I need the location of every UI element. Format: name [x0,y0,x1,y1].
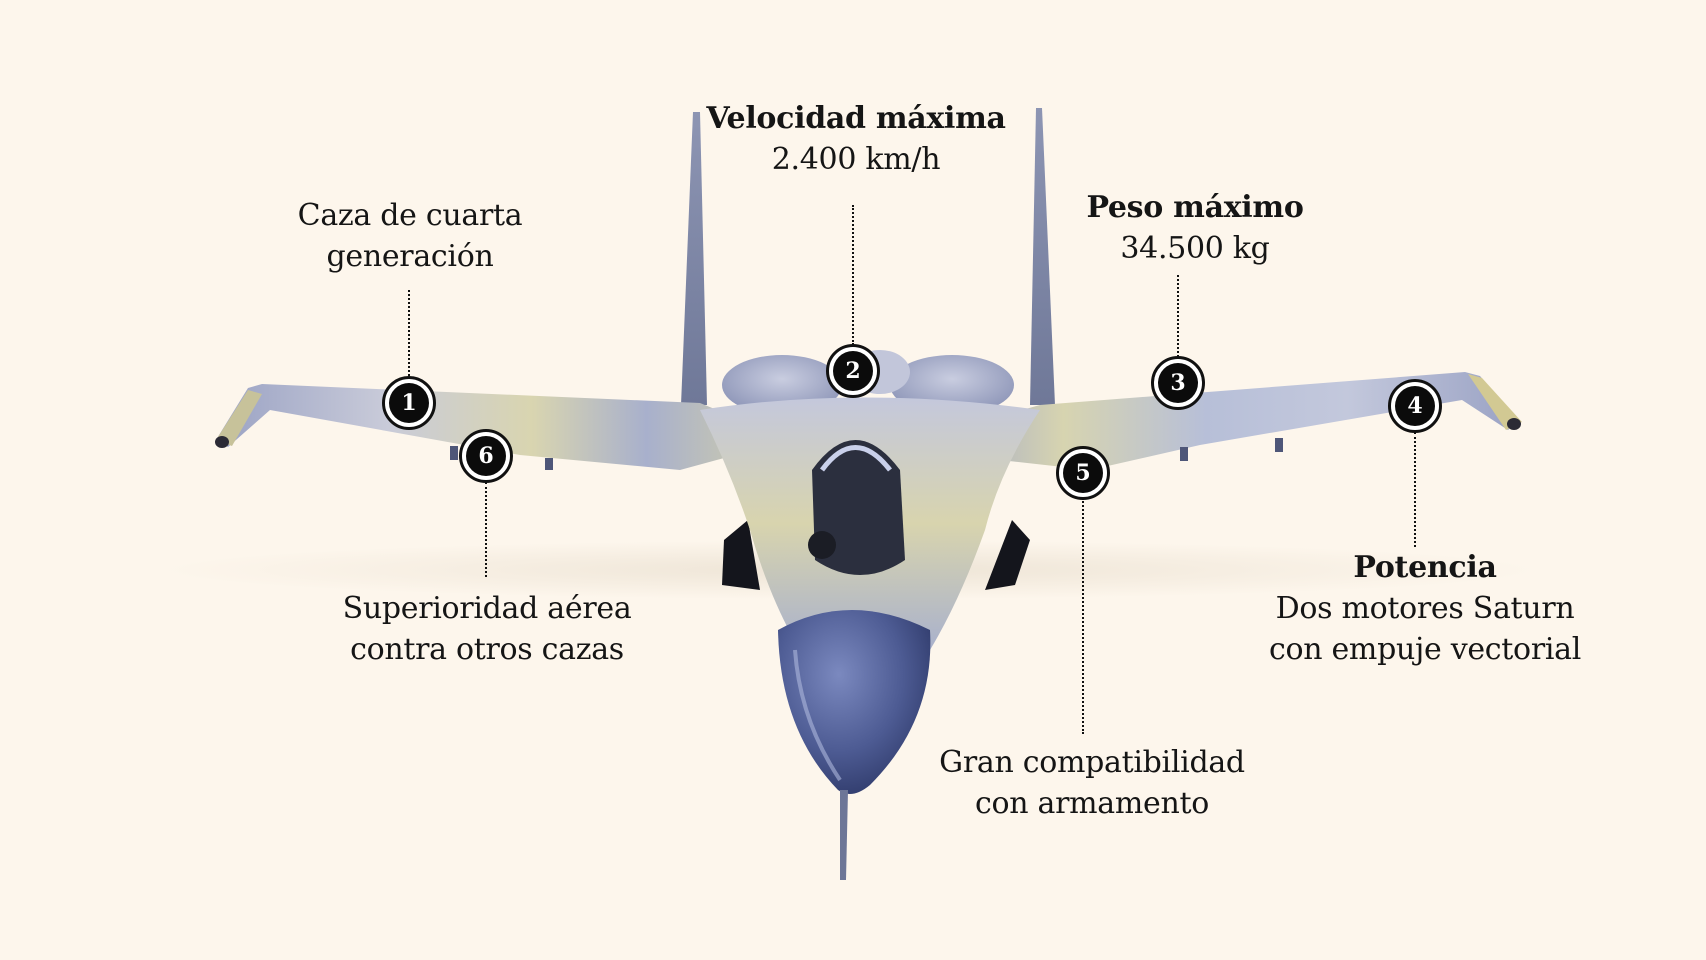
label-title: Potencia [1353,550,1497,585]
left-wingtip [216,390,262,446]
label-line: contra otros cazas [350,632,624,667]
marker-number: 5 [1063,453,1103,493]
label-line: Caza de cuarta [297,198,523,233]
callout-label-5: Gran compatibilidad con armamento [939,742,1245,824]
pitot-probe [840,790,848,880]
leader-line-3 [1177,275,1179,357]
leader-line-6 [485,482,487,577]
marker-number: 4 [1395,386,1435,426]
label-line: 2.400 km/h [771,142,941,177]
marker-number: 1 [389,383,429,423]
callout-marker-5[interactable]: 5 [1056,446,1110,500]
label-title: Peso máximo [1086,190,1304,225]
label-line: Superioridad aérea [342,591,632,626]
right-wingtip [1468,374,1522,430]
marker-number: 2 [833,351,873,391]
label-line: 34.500 kg [1120,231,1270,266]
marker-number: 3 [1158,363,1198,403]
callout-label-6: Superioridad aérea contra otros cazas [343,588,632,670]
label-title: Velocidad máxima [706,101,1006,136]
leader-line-4 [1414,432,1416,547]
callout-marker-3[interactable]: 3 [1151,356,1205,410]
label-line: Dos motores Saturn [1275,591,1575,626]
left-tail-fin [681,112,707,405]
callout-label-1: Caza de cuarta generación [298,195,523,277]
right-wing [950,372,1518,470]
leader-line-1 [408,290,410,376]
label-line: con empuje vectorial [1268,632,1582,667]
callout-marker-6[interactable]: 6 [459,429,513,483]
label-line: Gran compatibilidad [939,745,1245,780]
callout-label-2: Velocidad máxima 2.400 km/h [706,98,1006,180]
leader-line-2 [852,205,854,345]
callout-label-4: Potencia Dos motores Saturn con empuje v… [1269,547,1581,670]
right-tail-fin [1030,108,1055,405]
label-line: generación [326,239,494,274]
marker-number: 6 [466,436,506,476]
callout-marker-2[interactable]: 2 [826,344,880,398]
callout-marker-4[interactable]: 4 [1388,379,1442,433]
callout-marker-1[interactable]: 1 [382,376,436,430]
label-line: con armamento [974,786,1210,821]
leader-line-5 [1082,498,1084,734]
left-wing [216,384,790,470]
callout-label-3: Peso máximo 34.500 kg [1086,187,1303,269]
nose-cone [778,610,931,794]
